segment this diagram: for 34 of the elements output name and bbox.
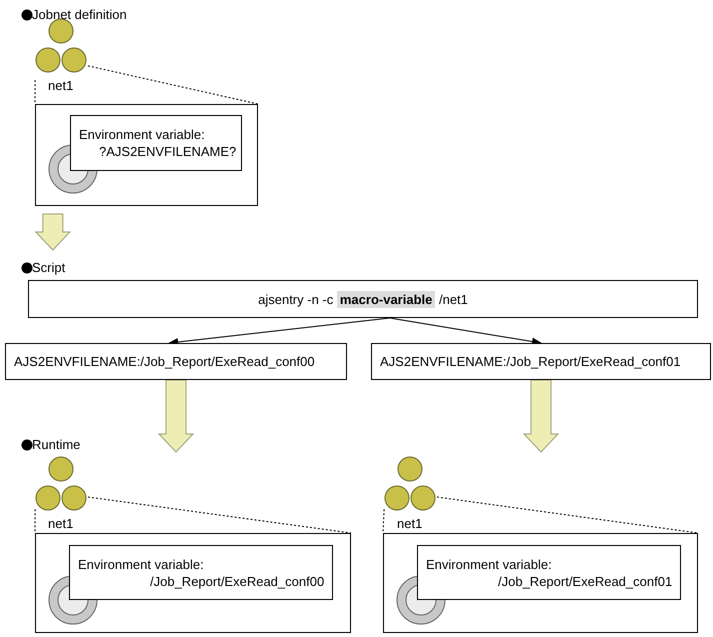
box-text: /Job_Report/ExeRead_conf01 xyxy=(497,572,672,590)
box-text: /Job_Report/ExeRead_conf00 xyxy=(149,572,324,590)
text-box xyxy=(28,280,698,318)
dotted-line xyxy=(34,80,36,104)
dotted-line xyxy=(436,496,698,534)
jobnet-panel xyxy=(383,533,698,633)
jobnet-panel xyxy=(35,104,258,206)
text-box xyxy=(70,115,242,171)
node-name: net1 xyxy=(48,516,74,531)
text-box xyxy=(69,545,333,600)
jobnet-panel xyxy=(35,533,351,633)
section-heading: Jobnet definition xyxy=(32,7,127,22)
node-name: net1 xyxy=(397,516,422,531)
box-text: Environment variable: xyxy=(426,556,553,572)
dotted-line xyxy=(382,508,385,534)
box-text: AJS2ENVFILENAME:/Job_Report/ExeRead_conf01 xyxy=(380,353,681,370)
text-box xyxy=(5,343,347,380)
dotted-line xyxy=(88,496,352,534)
box-text: ajsentry -n -c macro-variable /net1 xyxy=(258,290,468,308)
box-text: AJS2ENVFILENAME:/Job_Report/ExeRead_conf00 xyxy=(14,353,315,370)
text-box xyxy=(417,545,681,600)
arrow xyxy=(389,318,542,346)
box-text: Environment variable: xyxy=(78,556,205,572)
block-arrow xyxy=(522,380,560,453)
block-arrow xyxy=(158,380,194,453)
text-box xyxy=(371,343,711,380)
section-heading: Script xyxy=(32,260,66,275)
block-arrow xyxy=(34,214,71,251)
arrow xyxy=(168,318,390,346)
dotted-line xyxy=(34,508,36,534)
box-text: Environment variable: xyxy=(79,126,206,143)
section-heading: Runtime xyxy=(32,437,80,452)
node-name: net1 xyxy=(48,78,74,93)
dotted-line xyxy=(88,65,258,104)
